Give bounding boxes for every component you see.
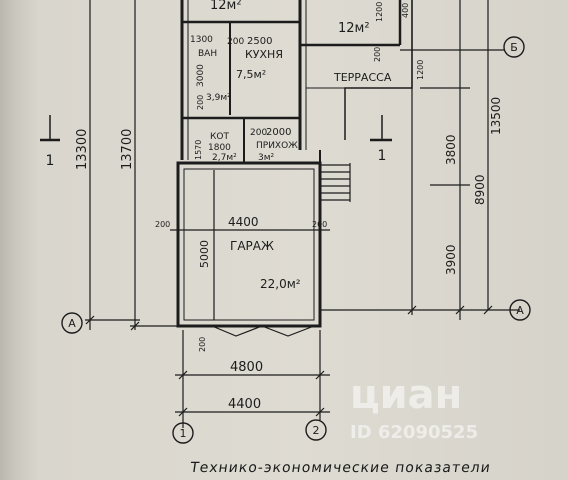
dim-2000: 2000 bbox=[266, 127, 291, 138]
axis-markers bbox=[61, 36, 531, 444]
axis-b-right-marker bbox=[503, 36, 525, 58]
dim-3000: 3000 bbox=[196, 64, 206, 87]
garage-area: 22,0м² bbox=[260, 277, 301, 291]
dim-1570: 1570 bbox=[194, 140, 203, 160]
axis-b-right: Б bbox=[510, 41, 518, 54]
dim-200-bottom: 200 bbox=[198, 337, 207, 352]
dim-200-top: 200 bbox=[227, 37, 244, 47]
axis-a-right: А bbox=[516, 304, 524, 317]
dim-200-left: 200 bbox=[196, 95, 205, 110]
dim-4400-inner: 4400 bbox=[228, 215, 259, 229]
footer-title: Технико-экономические показатели bbox=[189, 460, 492, 476]
room-top-right-area: 12м² bbox=[338, 21, 370, 36]
axis-a-right-marker bbox=[509, 299, 531, 321]
watermark-brand: циан bbox=[350, 372, 462, 418]
boiler-area: 2,7м² bbox=[212, 153, 237, 163]
dim-13700: 13700 bbox=[120, 129, 135, 170]
bath-area: 3,9м² bbox=[206, 93, 231, 103]
dim-4800: 4800 bbox=[230, 360, 263, 375]
kitchen-label: КУХНЯ bbox=[245, 48, 283, 61]
dim-200-mid: 200 bbox=[250, 128, 267, 138]
dim-1200-right: 1200 bbox=[416, 60, 425, 80]
axis-a-left-marker bbox=[61, 312, 83, 334]
axis-2: 2 bbox=[313, 424, 320, 437]
dim-200-garage-left: 200 bbox=[155, 220, 170, 229]
garage-label: ГАРАЖ bbox=[230, 239, 274, 253]
hall-label: ПРИХОЖ bbox=[256, 141, 298, 151]
kitchen-area: 7,5м² bbox=[236, 68, 266, 81]
dim-2500: 2500 bbox=[247, 36, 272, 47]
dim-3800: 3800 bbox=[444, 134, 458, 165]
axis-labels: А А Б 1 2 1 1 bbox=[46, 41, 525, 440]
axis-2-marker bbox=[305, 419, 327, 441]
dim-200-mid2: 200 bbox=[373, 47, 382, 62]
watermark: циан ID 62090525 bbox=[350, 372, 478, 443]
bath-label: ВАН bbox=[198, 49, 217, 59]
dim-3900: 3900 bbox=[444, 244, 458, 275]
hall-area: 3м² bbox=[258, 153, 275, 163]
dim-5000: 5000 bbox=[198, 240, 211, 268]
watermark-id: ID 62090525 bbox=[350, 422, 478, 443]
room-labels: 12м² 12м² ВАН КУХНЯ 7,5м² 3,9м² КОТ 2,7м… bbox=[198, 0, 392, 291]
dim-8900: 8900 bbox=[473, 174, 487, 205]
dim-400: 400 bbox=[401, 3, 410, 18]
dimension-labels: 1300 200 2500 3000 200 1200 1200 1570 18… bbox=[75, 2, 503, 412]
section-mark-right: 1 bbox=[378, 148, 387, 164]
boiler-label: КОТ bbox=[210, 132, 229, 142]
dim-13300: 13300 bbox=[75, 129, 90, 170]
dim-1800: 1800 bbox=[208, 143, 231, 153]
axis-a-left: А bbox=[68, 317, 76, 330]
room-top-left-area: 12м² bbox=[210, 0, 242, 13]
axis-1-marker bbox=[172, 422, 194, 444]
plan-lines bbox=[40, 0, 520, 428]
axis-1: 1 bbox=[180, 427, 187, 440]
terrace-label: ТЕРРАССА bbox=[333, 71, 392, 84]
dim-4400-axes: 4400 bbox=[228, 397, 261, 412]
dim-200-garage-right: 200 bbox=[312, 220, 327, 229]
dim-1200-top: 1200 bbox=[375, 2, 384, 22]
dim-1300: 1300 bbox=[190, 35, 213, 45]
section-mark-left: 1 bbox=[46, 153, 55, 169]
dim-13500: 13500 bbox=[489, 97, 503, 135]
